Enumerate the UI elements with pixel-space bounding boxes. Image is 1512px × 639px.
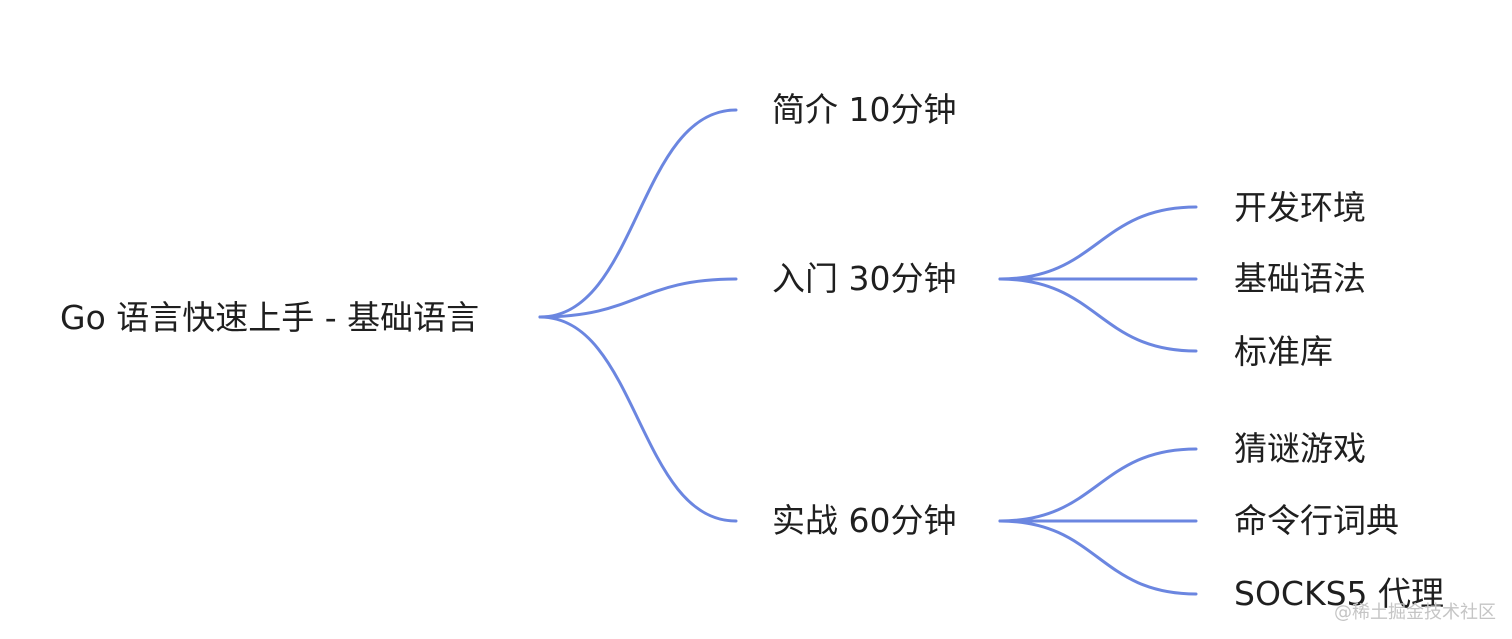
branch-node-practice: 实战 60分钟	[772, 501, 957, 540]
branch-node-intro: 简介 10分钟	[772, 90, 957, 129]
leaf-node-basic-syntax: 基础语法	[1234, 259, 1366, 298]
leaf-node-socks5-proxy: SOCKS5 代理	[1234, 574, 1445, 613]
connector-root-to-branch-2	[538, 277, 738, 319]
connector-branch-2-to-leaf-3	[998, 277, 1198, 353]
leaf-node-cli-dictionary: 命令行词典	[1234, 501, 1399, 540]
branch-node-getting-started: 入门 30分钟	[772, 259, 957, 298]
connector-root-to-branch-1	[538, 108, 738, 319]
connector-lines	[538, 108, 1198, 596]
leaf-node-standard-library: 标准库	[1234, 332, 1333, 371]
connector-root-to-branch-3	[538, 315, 738, 523]
connector-branch-3-to-leaf-3	[998, 519, 1198, 596]
leaf-node-guessing-game: 猜谜游戏	[1234, 429, 1366, 468]
connector-branch-2-to-leaf-1	[998, 205, 1198, 281]
leaf-node-dev-environment: 开发环境	[1234, 188, 1366, 227]
root-node: Go 语言快速上手 - 基础语言	[60, 298, 480, 337]
watermark: @稀土掘金技术社区	[1334, 602, 1496, 623]
connector-branch-3-to-leaf-1	[998, 447, 1198, 523]
